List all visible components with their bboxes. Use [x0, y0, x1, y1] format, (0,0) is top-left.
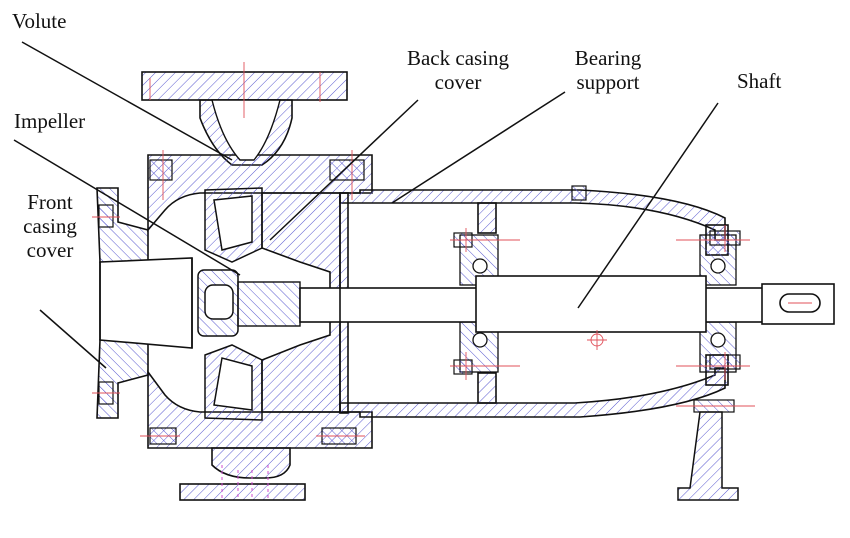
shaft — [299, 275, 835, 333]
leader-lines — [13, 41, 719, 369]
label-front-casing-cover-line3: cover — [26, 238, 74, 262]
label-front-casing-cover-line1: Front — [27, 190, 73, 214]
label-front-casing-cover-line2: casing — [23, 214, 77, 238]
label-bearing-support-line2: support — [576, 70, 640, 94]
leader-impeller — [13, 139, 241, 276]
leader-volute — [21, 41, 233, 161]
label-front-casing-cover: Front casing cover — [14, 190, 86, 262]
support-foot — [677, 411, 739, 501]
leader-back-casing-cover — [269, 99, 419, 241]
label-impeller: Impeller — [14, 109, 86, 133]
leader-shaft — [577, 102, 719, 309]
centerlines — [92, 62, 812, 437]
casing-foot — [179, 483, 306, 501]
label-back-casing-cover: Back casing cover — [393, 46, 523, 94]
hidden-lines — [221, 465, 269, 500]
leader-bearing-support — [391, 91, 566, 204]
label-back-casing-cover-line1: Back casing — [406, 46, 510, 70]
label-volute: Volute — [12, 9, 67, 33]
impeller — [197, 187, 263, 421]
vent-plug — [571, 185, 587, 201]
discharge-flange — [141, 71, 348, 101]
leader-front-casing-cover — [39, 309, 107, 369]
label-shaft: Shaft — [737, 69, 782, 93]
shaft-sleeve — [237, 281, 301, 327]
label-bearing-support: Bearing support — [560, 46, 656, 94]
volute-bottom — [211, 447, 291, 479]
front-casing-cover — [96, 187, 193, 419]
lower-volute — [147, 369, 373, 449]
label-bearing-support-line1: Bearing — [574, 46, 642, 70]
label-back-casing-cover-line2: cover — [434, 70, 482, 94]
